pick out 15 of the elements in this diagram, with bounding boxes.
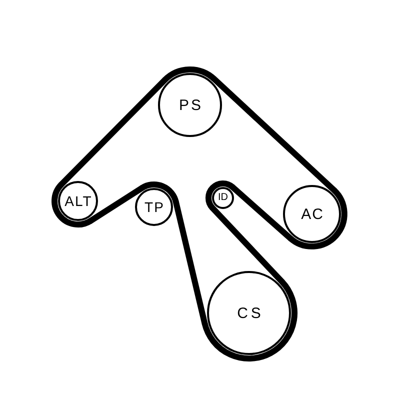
pulley-label: ALT xyxy=(64,194,92,208)
pulley-label: PS xyxy=(178,98,203,112)
pulley xyxy=(158,73,222,137)
belt-segment xyxy=(88,185,145,224)
belt-segment xyxy=(58,77,168,188)
pulley-label: TP xyxy=(144,200,164,214)
belt-segment xyxy=(172,198,208,326)
pulley-label: AC xyxy=(300,206,324,222)
pulley xyxy=(207,271,291,355)
pulley-label: CS xyxy=(236,306,264,320)
pulley-label: ID xyxy=(218,193,228,203)
belt-segment xyxy=(211,76,338,194)
pulley xyxy=(135,188,173,226)
belt-segment xyxy=(209,204,286,285)
belt-segment xyxy=(230,184,294,242)
